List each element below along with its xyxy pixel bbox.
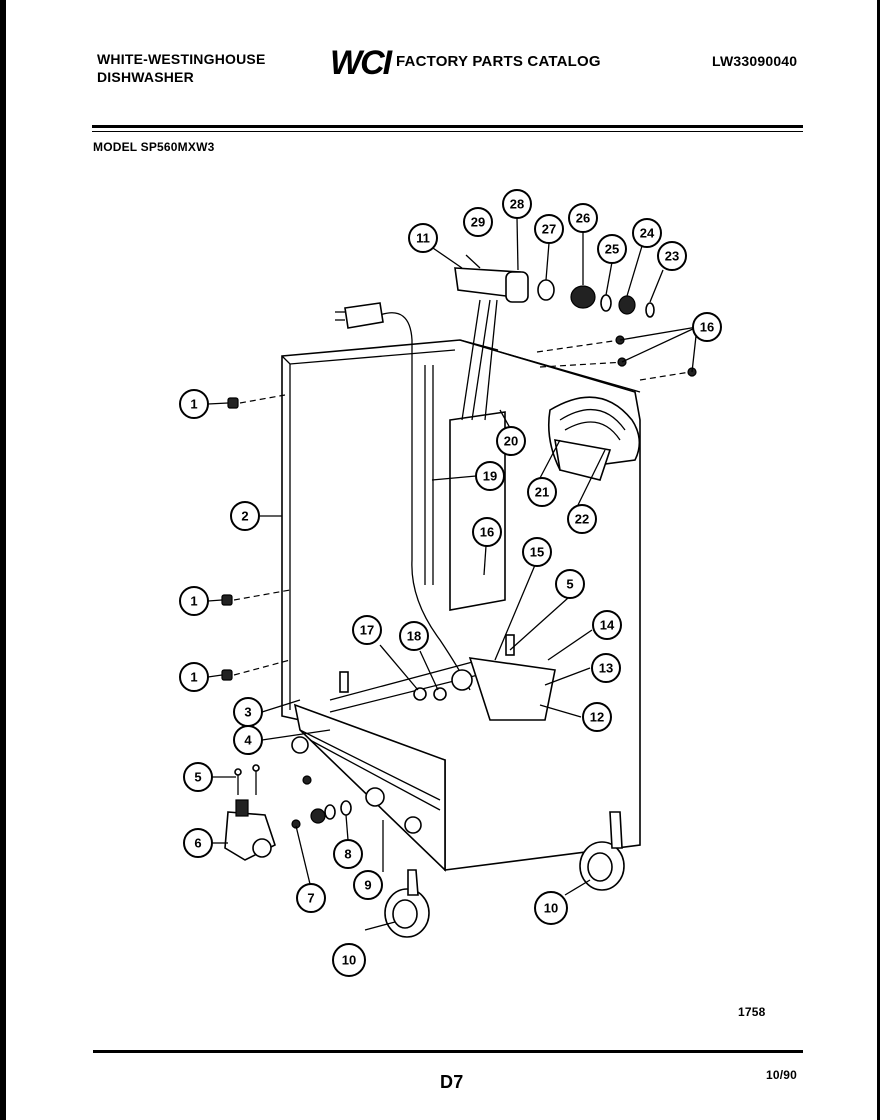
svg-text:8: 8	[344, 847, 351, 862]
revision-date: 10/90	[766, 1068, 798, 1082]
screw	[536, 335, 697, 381]
svg-text:2: 2	[241, 509, 248, 524]
svg-text:24: 24	[640, 226, 655, 241]
callout: 11	[408, 223, 438, 253]
model-number: MODEL SP560MXW3	[93, 140, 215, 154]
scan-edge-right	[877, 0, 880, 1120]
svg-text:27: 27	[542, 222, 556, 237]
screw	[221, 589, 291, 606]
callout: 5	[183, 762, 213, 792]
caster-wheel	[579, 811, 625, 891]
fan-housing	[547, 396, 641, 481]
callout: 23	[657, 241, 687, 271]
svg-text:18: 18	[407, 629, 421, 644]
callout: 3	[233, 697, 263, 727]
svg-text:16: 16	[700, 320, 714, 335]
callout: 28	[502, 189, 532, 219]
scan-edge-left	[0, 0, 6, 1120]
callout: 24	[632, 218, 662, 248]
svg-text:23: 23	[665, 249, 679, 264]
svg-text:7: 7	[307, 891, 314, 906]
callout: 15	[522, 537, 552, 567]
svg-text:22: 22	[575, 512, 589, 527]
leader-lines	[207, 217, 698, 931]
svg-text:16: 16	[480, 525, 494, 540]
svg-text:12: 12	[590, 710, 604, 725]
figure-number: 1758	[738, 1005, 766, 1019]
svg-text:20: 20	[504, 434, 518, 449]
callout: 8	[333, 839, 363, 869]
svg-text:17: 17	[360, 623, 374, 638]
callout: 25	[597, 234, 627, 264]
callout: 22	[567, 504, 597, 534]
water-valve	[224, 799, 276, 861]
svg-text:13: 13	[599, 661, 613, 676]
callout: 1	[179, 662, 209, 692]
callout: 17	[352, 615, 382, 645]
svg-text:6: 6	[194, 836, 201, 851]
callout: 10	[332, 943, 366, 977]
brand-block: WHITE-WESTINGHOUSE DISHWASHER	[97, 50, 265, 86]
callout: 12	[582, 702, 612, 732]
svg-text:14: 14	[600, 618, 615, 633]
svg-text:1: 1	[190, 670, 197, 685]
power-cord	[335, 302, 471, 691]
svg-text:1: 1	[190, 397, 197, 412]
cabinet-frame	[281, 299, 641, 872]
callout: 1	[179, 586, 209, 616]
callout: 1	[179, 389, 209, 419]
svg-text:19: 19	[483, 469, 497, 484]
caster-wheel	[384, 869, 430, 938]
callout: 6	[183, 828, 213, 858]
svg-text:25: 25	[605, 242, 619, 257]
callout: 13	[591, 653, 621, 683]
document-number: LW33090040	[712, 53, 798, 69]
svg-text:4: 4	[244, 733, 252, 748]
svg-text:21: 21	[535, 485, 549, 500]
svg-text:3: 3	[244, 705, 251, 720]
svg-text:5: 5	[194, 770, 201, 785]
svg-text:10: 10	[544, 901, 558, 916]
svg-text:9: 9	[364, 878, 371, 893]
callout: 7	[296, 883, 326, 913]
svg-text:28: 28	[510, 197, 524, 212]
callout: 20	[496, 426, 526, 456]
inlet-fitting-assembly	[454, 267, 655, 318]
catalog-title: FACTORY PARTS CATALOG	[396, 53, 601, 70]
svg-text:11: 11	[416, 231, 430, 246]
header-rule-thin	[92, 131, 803, 132]
brand-name: WHITE-WESTINGHOUSE	[97, 51, 266, 67]
callout: 10	[534, 891, 568, 925]
wci-logo: WCI	[330, 44, 392, 82]
callout: 27	[534, 214, 564, 244]
callout: 21	[527, 477, 557, 507]
header-rule-thick	[92, 125, 803, 128]
callout: 2	[230, 501, 260, 531]
small-hardware	[234, 634, 556, 868]
svg-text:29: 29	[471, 215, 485, 230]
footer-rule	[93, 1050, 803, 1053]
svg-text:5: 5	[566, 577, 573, 592]
callout: 16	[692, 312, 722, 342]
callout: 9	[353, 870, 383, 900]
page-code: D7	[440, 1072, 464, 1092]
callout: 5	[555, 569, 585, 599]
screw	[221, 659, 291, 681]
callout: 18	[399, 621, 429, 651]
callout: 29	[463, 207, 493, 237]
svg-text:15: 15	[530, 545, 544, 560]
callout: 26	[568, 203, 598, 233]
svg-text:10: 10	[342, 953, 356, 968]
product-type: DISHWASHER	[97, 69, 194, 85]
callout: 16	[472, 517, 502, 547]
screw	[227, 394, 286, 409]
svg-text:26: 26	[576, 211, 590, 226]
callout: 4	[233, 725, 263, 755]
svg-text:1: 1	[190, 594, 197, 609]
callout: 14	[592, 610, 622, 640]
callout: 19	[475, 461, 505, 491]
